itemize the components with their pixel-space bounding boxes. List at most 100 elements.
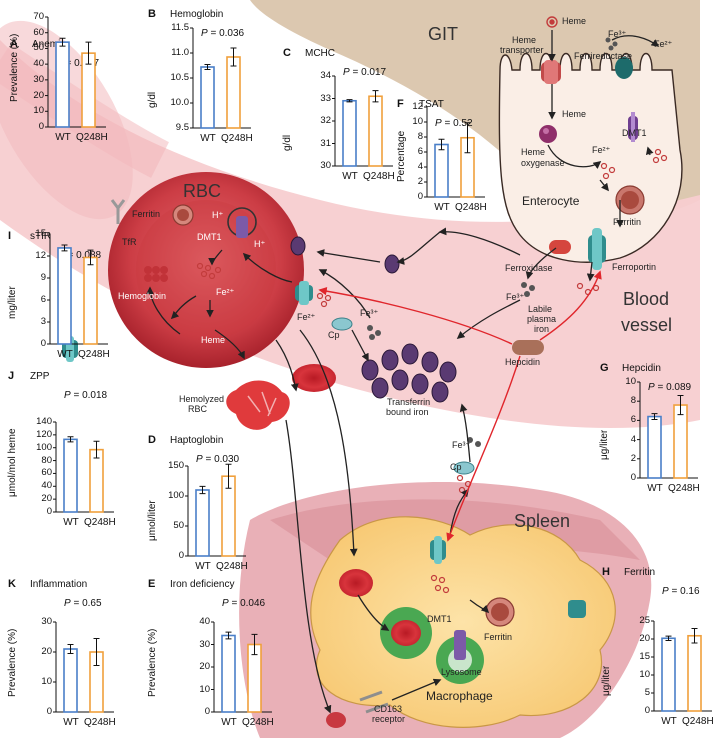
- label-ferritin-mac: Ferritin: [484, 632, 513, 642]
- ferritin-icon-mac: [485, 597, 515, 627]
- label-spleen: Spleen: [514, 511, 571, 531]
- y-tick-label: 10: [412, 116, 423, 127]
- label-rbc: RBC: [183, 181, 222, 201]
- error-bar: [204, 64, 211, 70]
- macrophage-cell: [310, 516, 616, 728]
- y-tick-label: 120: [36, 428, 52, 440]
- panel-letter: B: [148, 8, 156, 20]
- label-ferroportin: Ferroportin: [612, 262, 657, 272]
- label-fe3-cp2: Fe³⁺: [452, 440, 471, 450]
- y-tick-label: 20: [33, 89, 44, 101]
- error-bar: [199, 485, 206, 495]
- y-tick-label: 20: [41, 493, 52, 505]
- y-tick-label: 140: [36, 416, 52, 427]
- panel-letter: C: [283, 47, 291, 59]
- y-tick-label: 6: [40, 294, 46, 305]
- y-tick-label: 32: [320, 115, 331, 126]
- p-value-number: = 0.089: [654, 382, 692, 393]
- label-lysosome: Lysosome: [441, 667, 482, 677]
- error-bar: [372, 90, 379, 103]
- p-value-number: = 0.088: [64, 250, 102, 261]
- x-category-label: Q248H: [84, 717, 116, 728]
- x-category-label: WT: [661, 716, 677, 727]
- y-tick-label: 0: [46, 706, 52, 717]
- y-tick-label: 30: [199, 638, 210, 650]
- x-category-label: WT: [221, 717, 237, 728]
- p-value-number: = 0.018: [70, 390, 108, 401]
- y-tick-label: 10.5: [170, 72, 190, 83]
- y-tick-label: 15: [639, 651, 650, 662]
- error-bar: [677, 394, 684, 416]
- y-tick-label: 5: [644, 687, 650, 698]
- panel-title: Haptoglobin: [170, 435, 224, 446]
- y-tick-label: 12: [412, 101, 423, 112]
- y-tick-label: 4: [630, 433, 636, 445]
- y-tick-label: 20: [199, 661, 210, 672]
- y-tick-label: 12: [35, 250, 46, 261]
- y-tick-label: 8: [630, 395, 636, 407]
- label-cd163-2: receptor: [372, 714, 406, 724]
- p-value: P = 0.089: [648, 382, 692, 393]
- p-value-number: = 0.036: [207, 28, 245, 39]
- x-category-label: WT: [647, 483, 663, 494]
- y-tick-label: 31: [320, 137, 331, 149]
- panel-letter: G: [600, 362, 609, 374]
- x-category-label: Q248H: [216, 561, 248, 572]
- label-heme-oxygenase-2: oxygenase: [521, 158, 565, 168]
- error-bar: [59, 37, 66, 47]
- label-labile-3: iron: [534, 324, 550, 334]
- y-tick-label: 0: [630, 472, 636, 483]
- x-category-label: Q248H: [668, 483, 700, 494]
- p-value-number: = 0.017: [349, 67, 387, 78]
- error-bar: [251, 633, 258, 656]
- x-category-label: WT: [55, 132, 71, 143]
- y-tick-label: 30: [33, 73, 44, 85]
- label-heme-top: Heme: [562, 16, 587, 26]
- p-value: P = 0.52: [435, 118, 473, 129]
- label-transferrin-1: Transferrin: [387, 397, 431, 407]
- label-hemoglobin-rbc: Hemoglobin: [118, 291, 167, 301]
- panel-title: Ferritin: [624, 567, 656, 578]
- error-bar: [438, 138, 445, 151]
- x-category-label: Q248H: [78, 349, 110, 360]
- panel-title: Inflammation: [30, 579, 88, 590]
- ferroportin-ent: [588, 228, 606, 270]
- x-category-label: Q248H: [682, 716, 714, 727]
- label-labile-2: plasma: [527, 314, 557, 324]
- label-dmt1-rbc: DMT1: [197, 232, 222, 242]
- p-value-number: = 0.52: [441, 118, 473, 129]
- y-tick-label: 50: [33, 42, 44, 54]
- x-category-label: WT: [57, 349, 73, 360]
- label-fe2-enterocyte: Fe²⁺: [592, 145, 611, 155]
- p-value: P = 0.046: [222, 598, 266, 609]
- p-value: P = 0.018: [64, 390, 108, 401]
- y-tick-label: 10: [33, 105, 44, 117]
- label-fe2-top: Fe²⁺: [654, 39, 673, 49]
- label-fe2-rbc-out: Fe²⁺: [297, 312, 316, 322]
- ferroportin-rbc: [295, 281, 313, 305]
- ferroportin-mac: [430, 536, 446, 564]
- label-hemolyzed-1: Hemolyzed: [179, 394, 225, 404]
- panel-title: Hemoglobin: [170, 9, 224, 20]
- label-heme-mid: Heme: [562, 109, 587, 119]
- error-bar: [691, 628, 698, 644]
- panel-letter: E: [148, 578, 156, 590]
- label-dmt1-enterocyte: DMT1: [622, 128, 647, 138]
- error-bar: [225, 631, 232, 640]
- panel-title: ZPP: [30, 371, 50, 382]
- y-tick-label: 6: [630, 414, 636, 426]
- error-bar: [225, 463, 232, 489]
- label-enterocyte: Enterocyte: [522, 194, 580, 208]
- label-fe3-labile: Fe³⁺: [506, 292, 525, 302]
- y-tick-label: 10: [639, 669, 650, 680]
- y-tick-label: 2: [630, 452, 636, 464]
- error-bar: [665, 635, 672, 641]
- y-tick-label: 11.5: [171, 22, 189, 33]
- ferritin-icon-rbc: [172, 204, 194, 226]
- x-category-label: WT: [195, 561, 211, 572]
